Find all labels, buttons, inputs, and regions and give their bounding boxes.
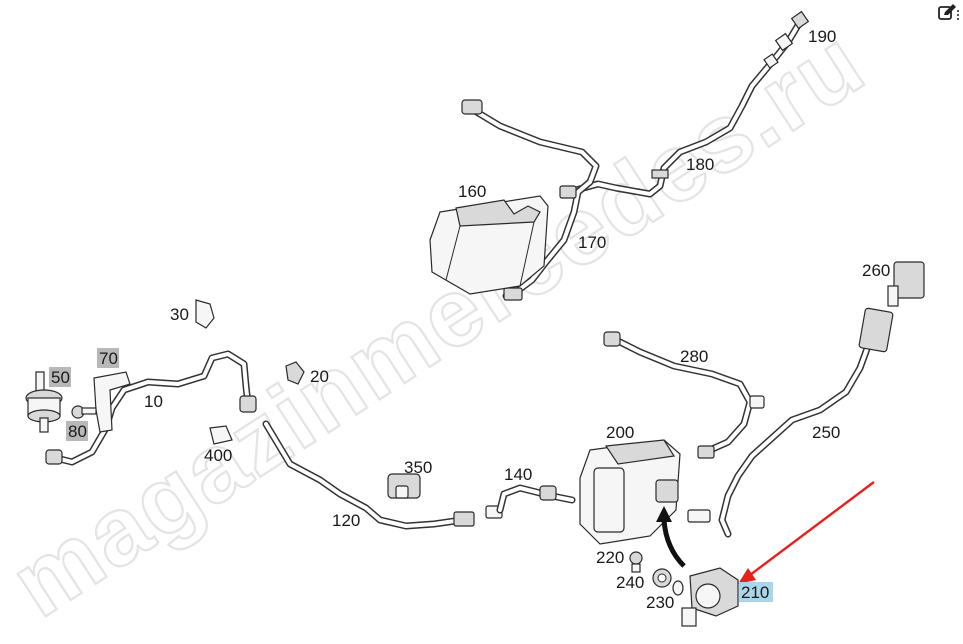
callout-250: 250	[812, 423, 840, 442]
part-200-canister	[579, 439, 681, 545]
part-210-pump	[681, 567, 739, 627]
line-10	[45, 299, 257, 466]
part-240-washer	[652, 568, 672, 588]
callout-120: 120	[332, 511, 360, 530]
part-160-canister	[429, 195, 549, 295]
callout-170: 170	[578, 233, 606, 252]
line-180-190	[572, 10, 810, 198]
part-350-mount	[387, 473, 421, 499]
callout-350: 350	[404, 458, 432, 477]
highlight-210	[739, 582, 773, 602]
callout-10: 10	[144, 392, 163, 411]
line-280	[603, 331, 765, 459]
callout-20: 20	[310, 367, 329, 386]
part-70-bracket	[71, 371, 131, 433]
highlight-50	[49, 367, 71, 387]
highlight-70	[97, 348, 119, 368]
callout-180: 180	[686, 155, 714, 174]
callout-210: 210	[741, 583, 769, 602]
callout-30: 30	[170, 305, 189, 324]
callout-50: 50	[51, 368, 70, 387]
callout-280: 280	[680, 347, 708, 366]
callout-400: 400	[204, 446, 232, 465]
svg-text:magazinmercedes.ru: magazinmercedes.ru	[0, 8, 883, 638]
callout-70: 70	[99, 349, 118, 368]
part-400-clip	[209, 425, 233, 445]
watermark: magazinmercedes.ru	[0, 7, 884, 639]
line-160-170	[461, 99, 600, 301]
edit-icon[interactable]	[938, 2, 960, 22]
part-220-screw	[629, 551, 643, 573]
callout-240: 240	[616, 573, 644, 592]
line-140	[496, 484, 576, 514]
callout-200: 200	[606, 423, 634, 442]
red-pointer-arrow	[738, 481, 875, 584]
highlight-80	[66, 421, 88, 441]
callout-260: 260	[862, 261, 890, 280]
callout-140: 140	[504, 465, 532, 484]
callout-190: 190	[808, 27, 836, 46]
part-260-valve	[887, 261, 925, 307]
line-250	[687, 307, 894, 538]
callout-160: 160	[458, 182, 486, 201]
part-20-clip	[285, 361, 305, 385]
assembly-arrow	[656, 506, 686, 568]
callout-80: 80	[68, 422, 87, 441]
part-50-valve	[25, 371, 63, 433]
callout-230: 230	[646, 593, 674, 612]
callout-220: 220	[596, 548, 624, 567]
part-230-seal	[672, 580, 684, 596]
